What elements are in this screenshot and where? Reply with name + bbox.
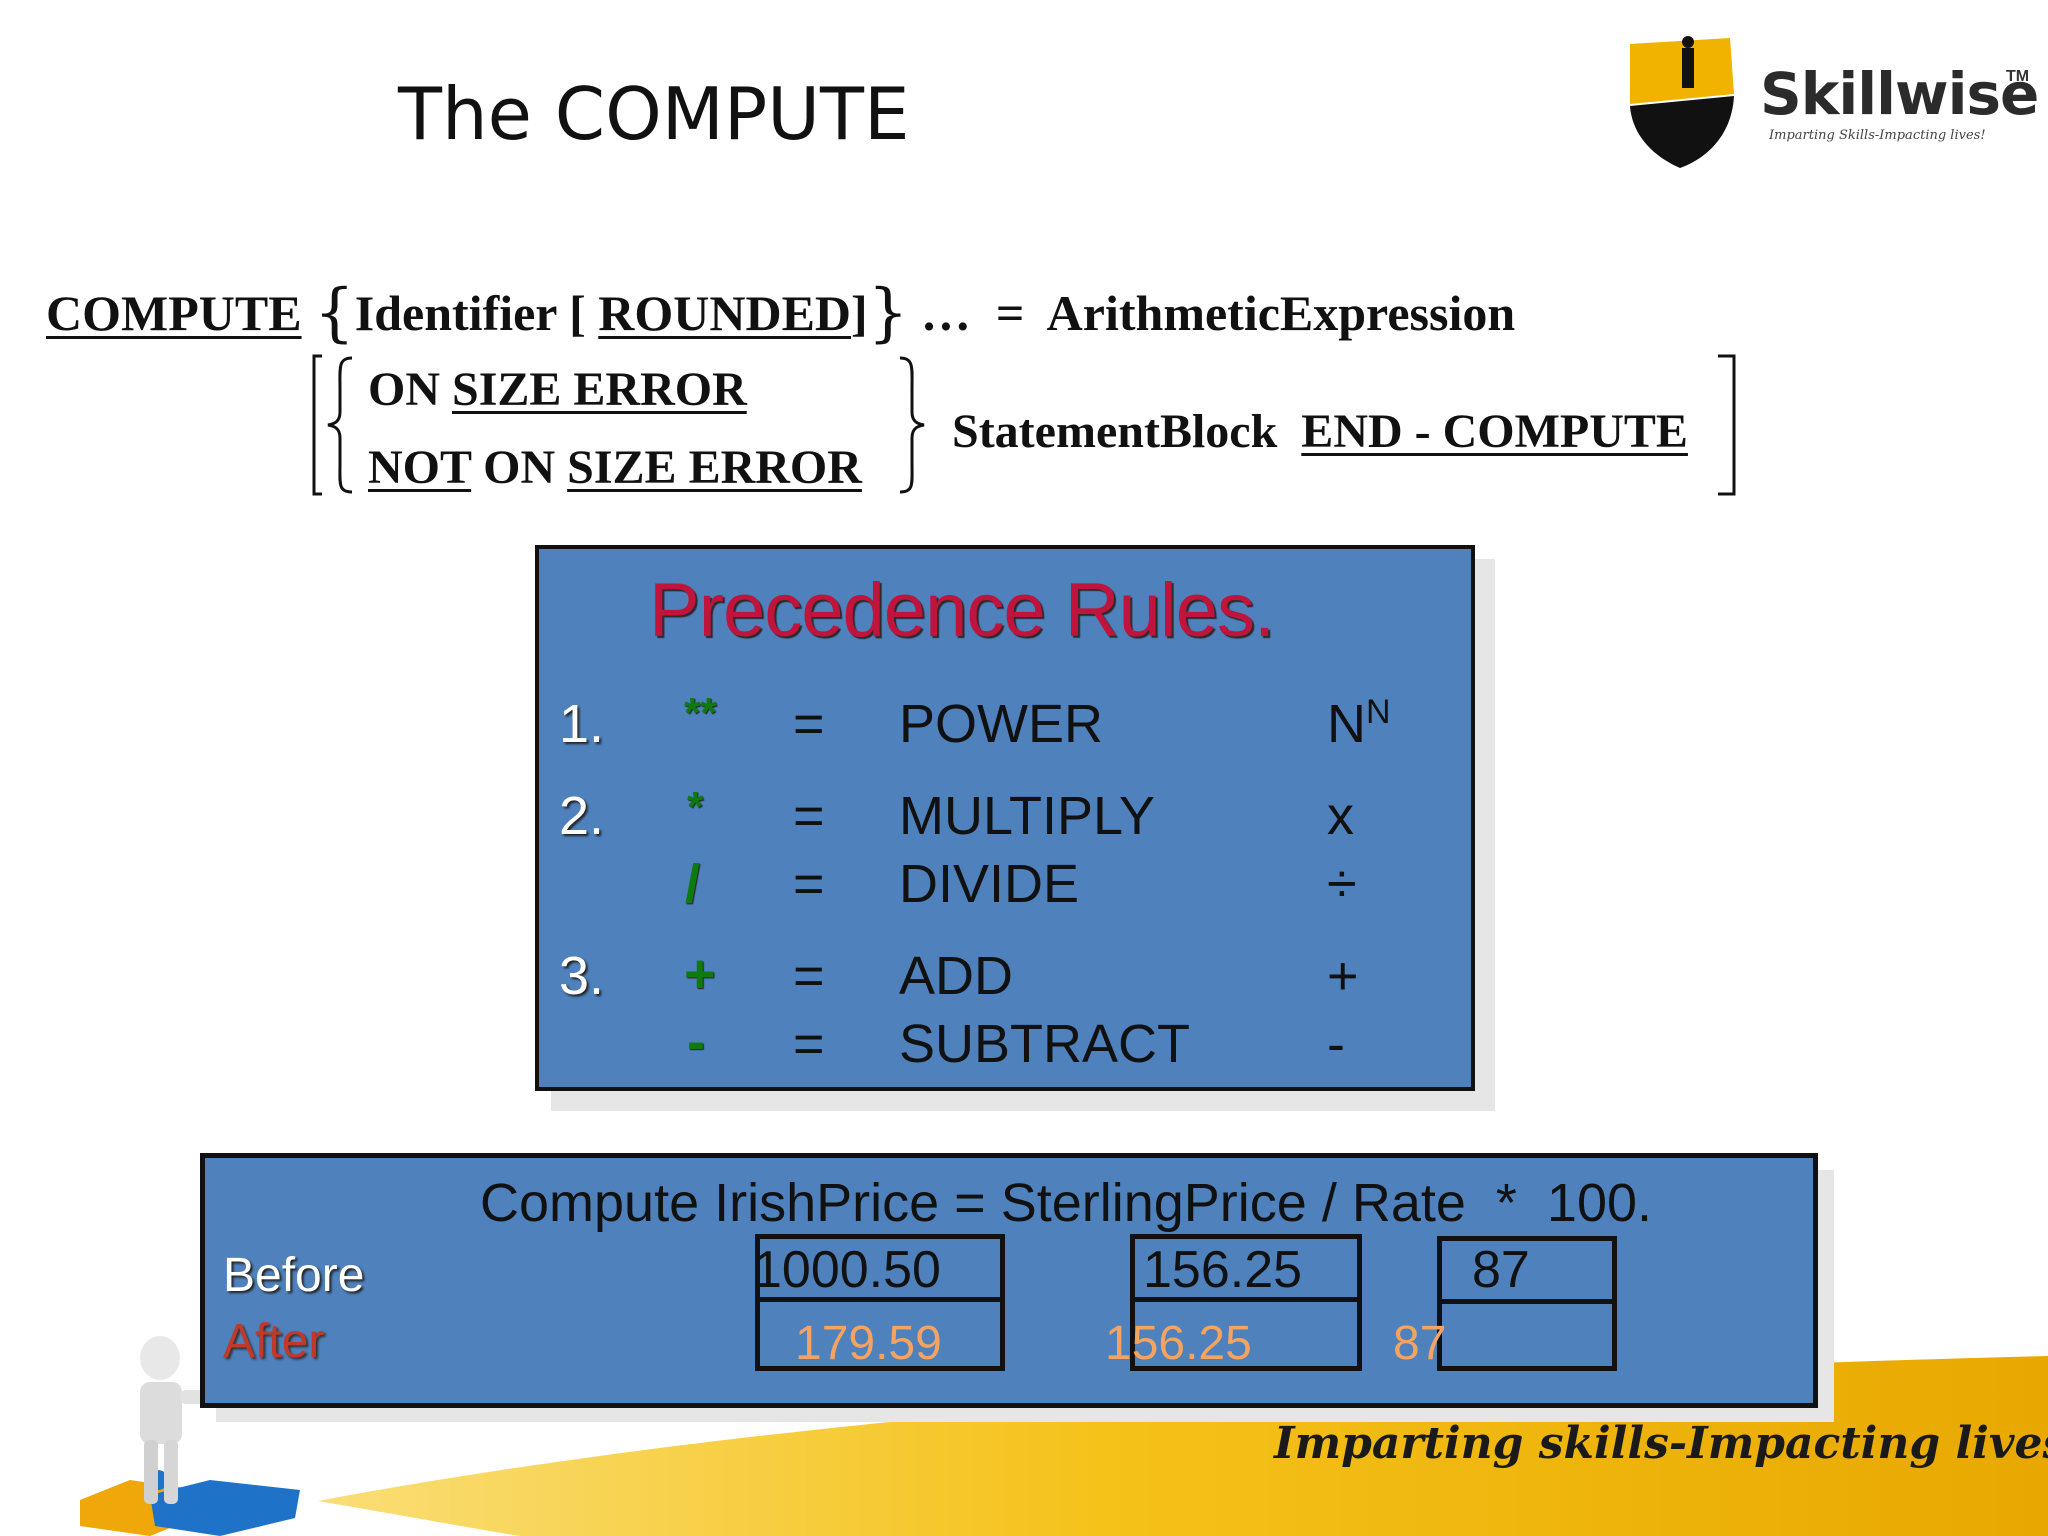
power-operator: **	[684, 689, 717, 736]
ellipsis: …	[920, 285, 971, 341]
on-keyword-2: ON	[483, 441, 556, 494]
rule-number: 1.	[559, 694, 605, 754]
subtract-operator: -	[687, 1012, 705, 1072]
irishprice-after-value: 179.59	[795, 1317, 942, 1370]
power-label: POWER	[899, 694, 1104, 754]
on-keyword: ON	[368, 363, 440, 416]
rate-after-value: 87	[1393, 1317, 1447, 1370]
power-base: N	[1327, 694, 1366, 754]
precedence-title: Precedence Rules.	[649, 568, 1275, 653]
rule-number: 3.	[559, 946, 605, 1006]
multiply-operator: *	[687, 783, 704, 830]
power-symbol: NN	[1327, 693, 1391, 755]
logo-trademark: TM	[2006, 68, 2030, 85]
compute-statement: Compute IrishPrice = SterlingPrice / Rat…	[480, 1173, 1653, 1233]
irishprice-after-cell	[755, 1297, 1005, 1371]
add-symbol: +	[1327, 946, 1359, 1006]
multiply-symbol: x	[1327, 786, 1354, 846]
logo-tagline: Imparting Skills-Impacting lives!	[1769, 128, 1986, 143]
end-compute-keyword: END - COMPUTE	[1301, 405, 1688, 458]
subtract-label: SUBTRACT	[899, 1014, 1191, 1074]
compute-example-box: Compute IrishPrice = SterlingPrice / Rat…	[200, 1153, 1818, 1408]
person-puzzle-icon	[80, 1336, 300, 1536]
after-label: After	[223, 1315, 325, 1368]
shield-logo-icon	[1630, 36, 1734, 168]
divide-label: DIVIDE	[899, 854, 1080, 914]
divide-symbol: ÷	[1327, 854, 1357, 914]
arithmetic-expression: ArithmeticExpression	[1046, 285, 1516, 341]
size-error-keyword-2: SIZE ERROR	[567, 441, 862, 494]
compute-keyword: COMPUTE	[46, 285, 302, 341]
add-label: ADD	[899, 946, 1014, 1006]
before-label: Before	[223, 1249, 365, 1302]
statement-block: StatementBlock	[952, 405, 1278, 458]
open-brace: {	[314, 276, 355, 350]
sterlingprice-after-cell	[1130, 1297, 1362, 1371]
equals-sign: =	[793, 946, 825, 1006]
size-error-keyword: SIZE ERROR	[452, 363, 747, 416]
equals-sign: =	[793, 694, 825, 754]
identifier-text: Identifier [	[354, 285, 586, 341]
logo-name: Skillwise	[1760, 60, 2039, 128]
precedence-rules-box: Precedence Rules. 1. ** = POWER NN 2. * …	[535, 545, 1475, 1091]
rate-after-cell	[1437, 1299, 1617, 1371]
not-on-size-error-line: NOT ON SIZE ERROR	[368, 440, 862, 495]
on-size-error-line: ON SIZE ERROR	[368, 362, 747, 417]
power-exponent: N	[1366, 693, 1391, 731]
skillwise-logo: Skillwise TM Imparting Skills-Impacting …	[1622, 34, 2039, 174]
irishprice-before-value: 1000.50	[753, 1241, 941, 1299]
rounded-keyword: ROUNDED	[598, 285, 852, 341]
equals-sign: =	[793, 854, 825, 914]
sterlingprice-after-value: 156.25	[1105, 1317, 1252, 1370]
equals-sign: =	[995, 285, 1025, 341]
close-bracket: ]	[851, 285, 868, 341]
statement-block-line: StatementBlock END - COMPUTE	[952, 404, 1688, 459]
equals-sign: =	[793, 786, 825, 846]
not-keyword: NOT	[368, 441, 472, 494]
rate-before-value: 87	[1472, 1241, 1530, 1299]
subtract-symbol: -	[1327, 1014, 1345, 1074]
syntax-line-1: COMPUTE {Identifier [ ROUNDED]} … = Arit…	[46, 272, 1516, 350]
syntax-brackets	[312, 354, 1736, 496]
divide-operator: /	[685, 854, 701, 914]
close-brace: }	[867, 276, 909, 350]
multiply-label: MULTIPLY	[899, 786, 1156, 846]
add-operator: +	[684, 944, 716, 1004]
slide-title: The COMPUTE	[398, 72, 910, 156]
banner-tagline: Imparting skills-Impacting lives!	[1274, 1418, 2048, 1469]
sterlingprice-before-value: 156.25	[1143, 1241, 1303, 1299]
equals-sign: =	[793, 1014, 825, 1074]
rule-number: 2.	[559, 786, 605, 846]
